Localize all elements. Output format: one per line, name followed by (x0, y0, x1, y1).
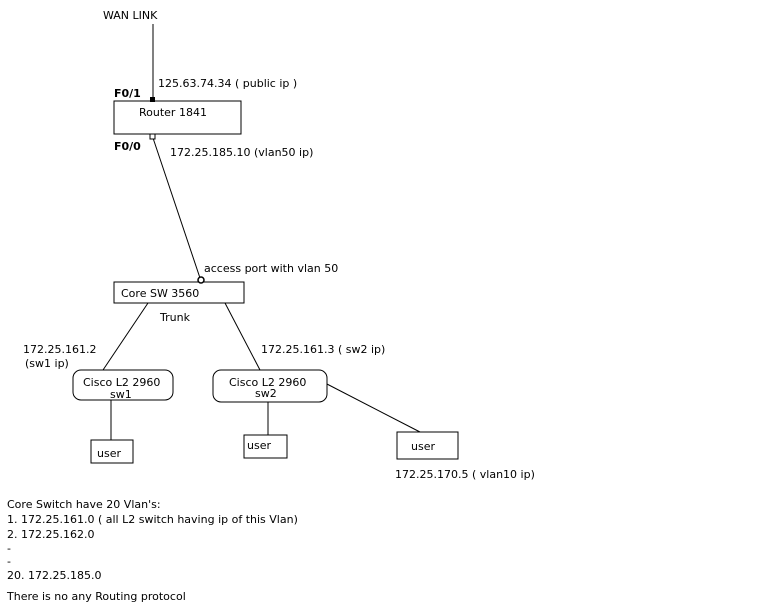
notes-footer: There is no any Routing protocol (6, 590, 186, 603)
user2-box (243, 434, 288, 459)
notes-line-4: - (7, 555, 11, 568)
router-port-f00-marker (149, 133, 156, 140)
user1-box (90, 439, 134, 464)
sw2-label-line2: sw2 (255, 387, 277, 400)
core-switch-box (113, 281, 245, 304)
router-vlan50-ip: 172.25.185.10 (vlan50 ip) (170, 146, 313, 159)
router-port-f01-label: F0/1 (114, 87, 141, 100)
sw1-box (72, 369, 174, 401)
notes-line-5: 20. 172.25.185.0 (7, 569, 101, 582)
sw2-label-line1: Cisco L2 2960 (229, 376, 306, 389)
router-port-f01-marker (150, 97, 155, 102)
user3-box (396, 431, 459, 460)
trunk-label: Trunk (159, 311, 191, 324)
router-port-f00-label: F0/0 (114, 140, 141, 153)
notes-line-3: - (7, 542, 11, 555)
sw1-label-line2: sw1 (110, 388, 132, 401)
notes-line-2: 2. 172.25.162.0 (7, 528, 94, 541)
notes-line-1: 1. 172.25.161.0 ( all L2 switch having i… (7, 513, 298, 526)
user1-label: user (97, 447, 121, 460)
user3-ip: 172.25.170.5 ( vlan10 ip) (395, 468, 535, 481)
router-box (113, 100, 242, 135)
sw2-user3-link (324, 382, 421, 433)
wan-link-label: WAN LINK (103, 9, 158, 22)
sw2-ip: 172.25.161.3 ( sw2 ip) (261, 343, 385, 356)
router-public-ip: 125.63.74.34 ( public ip ) (158, 77, 297, 90)
sw2-box (212, 369, 328, 403)
router-core-link (152, 137, 202, 282)
core-sw1-link (102, 302, 149, 371)
sw1-ip: 172.25.161.2 (23, 343, 96, 356)
core-access-port-label: access port with vlan 50 (204, 262, 338, 275)
sw1-label-line1: Cisco L2 2960 (83, 376, 160, 389)
sw1-ip-note: (sw1 ip) (25, 357, 69, 370)
user3-label: user (411, 440, 435, 453)
notes-heading: Core Switch have 20 Vlan's: (7, 498, 161, 511)
core-access-port-marker (197, 276, 205, 284)
router-label: Router 1841 (139, 106, 207, 119)
core-sw2-link (224, 302, 261, 371)
user2-label: user (247, 439, 271, 452)
core-switch-label: Core SW 3560 (121, 287, 199, 300)
